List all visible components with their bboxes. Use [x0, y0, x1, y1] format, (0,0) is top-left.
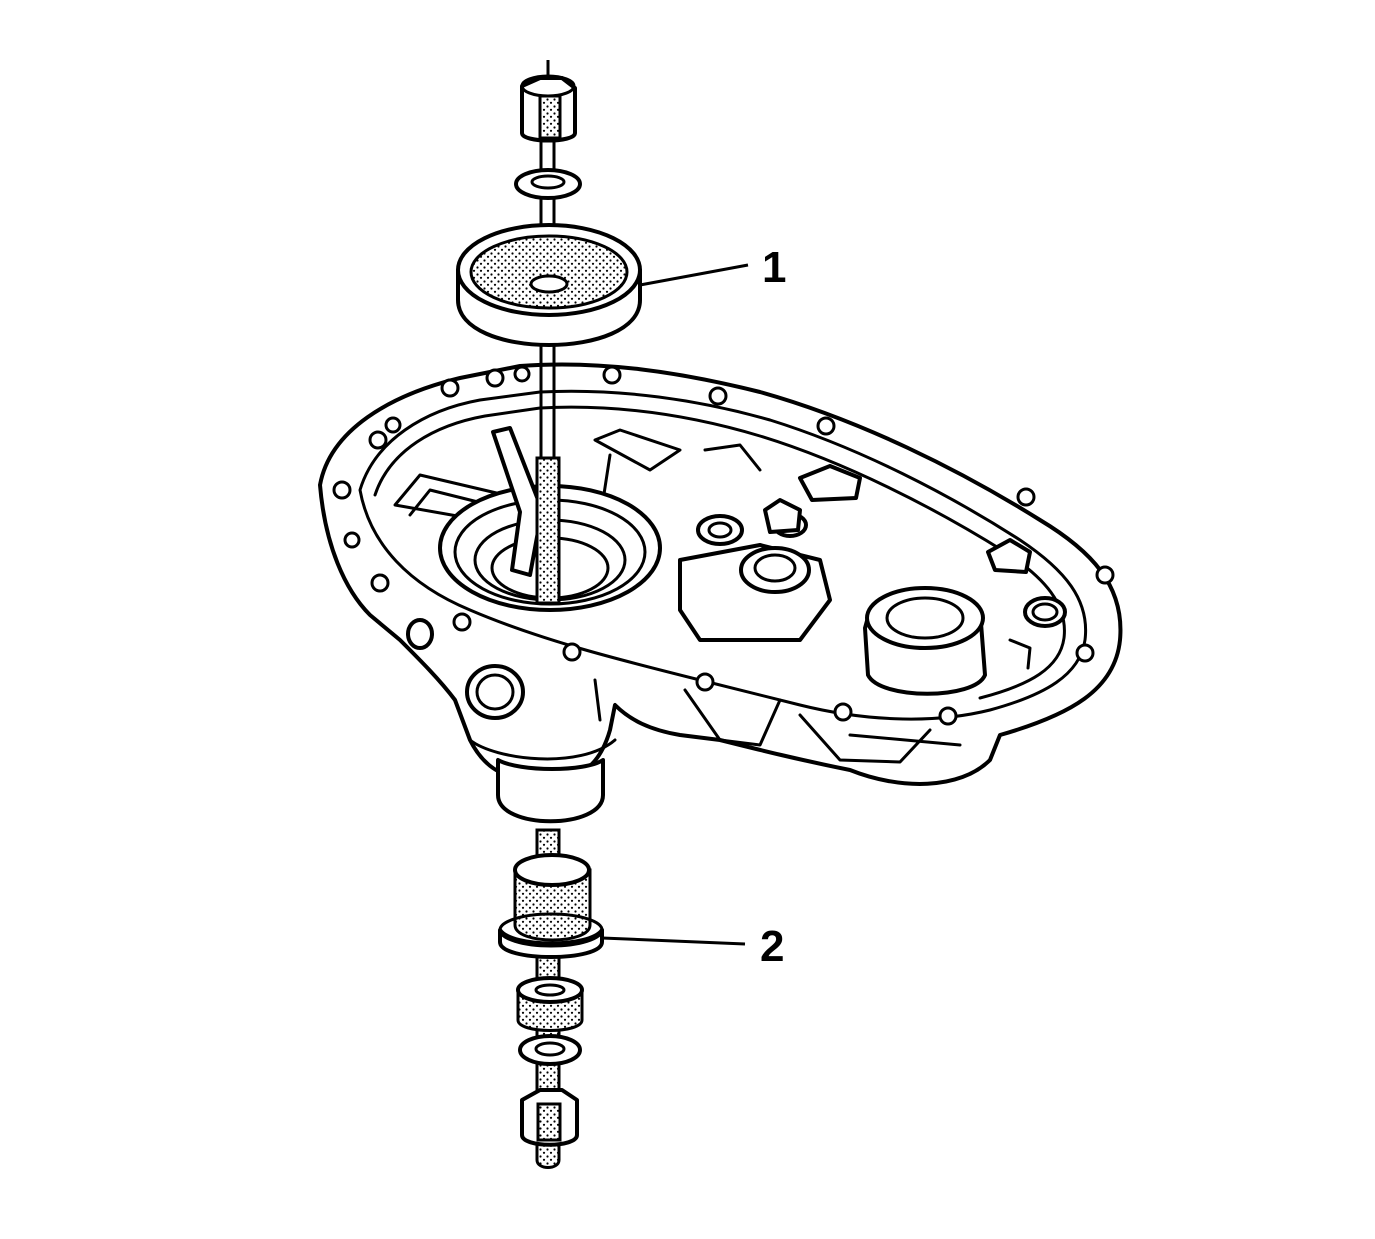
- flange-bolt-holes: [332, 365, 1115, 726]
- bottom-adapter-part-2: [498, 853, 604, 959]
- callout-number-1: 1: [762, 243, 786, 292]
- bottom-nut: [520, 1088, 579, 1147]
- leader-line-2: [601, 936, 746, 946]
- top-nut: [520, 74, 577, 143]
- housing-bosses: [678, 464, 1067, 696]
- callout-number-2: 2: [760, 922, 784, 971]
- installer-plate-part-1: [456, 223, 642, 347]
- top-washer: [514, 168, 582, 200]
- lower-washer: [518, 1034, 582, 1066]
- leader-line-1: [639, 263, 749, 287]
- shift-fork: [491, 426, 544, 577]
- lower-bearing: [516, 976, 584, 1032]
- output-neck: [496, 758, 605, 824]
- housing-case: [318, 362, 1123, 824]
